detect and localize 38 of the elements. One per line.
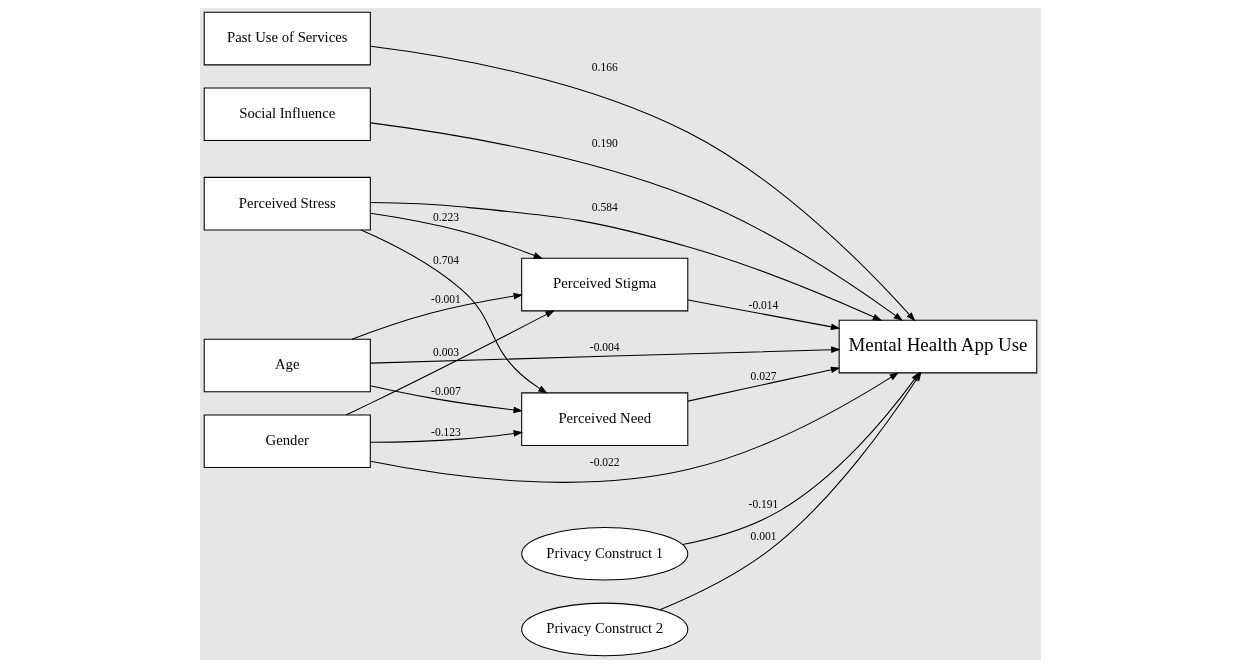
- arrow: [369, 45, 915, 322]
- edge-label: -0.001: [430, 293, 461, 307]
- arrow: [350, 292, 523, 340]
- node-box: Perceived Need: [520, 392, 688, 446]
- arrow: [369, 372, 899, 483]
- node-box: Social Influence: [203, 87, 371, 142]
- edge-label: 0.003: [432, 345, 459, 359]
- node-box: Past Use of Services: [203, 11, 371, 66]
- edge-label: 0.027: [749, 370, 776, 384]
- arrow: [369, 385, 523, 414]
- arrow: [345, 310, 555, 416]
- edge-label: -0.191: [748, 498, 778, 512]
- arrow: [369, 430, 523, 443]
- arrow: [687, 299, 840, 331]
- edge-label: 0.223: [432, 211, 459, 225]
- edge-label: -0.123: [430, 425, 461, 439]
- edge-label: -0.004: [589, 340, 620, 354]
- edge-label: 0.001: [749, 529, 776, 543]
- edge-label: -0.022: [589, 456, 620, 470]
- node-box: Mental Health App Use: [838, 319, 1037, 374]
- node-box: Gender: [203, 414, 371, 469]
- edge-label: 0.190: [591, 136, 618, 150]
- edge-label: 0.584: [591, 200, 618, 214]
- edge-label: 0.704: [432, 254, 459, 268]
- node-box: Perceived Stress: [203, 176, 371, 231]
- edge-label: -0.007: [430, 384, 461, 398]
- arrow: [360, 229, 548, 394]
- edge-label: 0.166: [591, 60, 618, 74]
- arrow: [369, 202, 882, 321]
- arrow: [369, 122, 903, 321]
- edge-label: -0.014: [748, 298, 778, 312]
- arrow: [369, 346, 841, 364]
- node-ellipse: Privacy Construct 2: [520, 602, 688, 657]
- arrow: [369, 212, 543, 259]
- node-box: Age: [203, 338, 371, 393]
- node-box: Perceived Stigma: [520, 257, 688, 312]
- node-ellipse: Privacy Construct 1: [520, 526, 688, 581]
- arrow: [687, 366, 840, 402]
